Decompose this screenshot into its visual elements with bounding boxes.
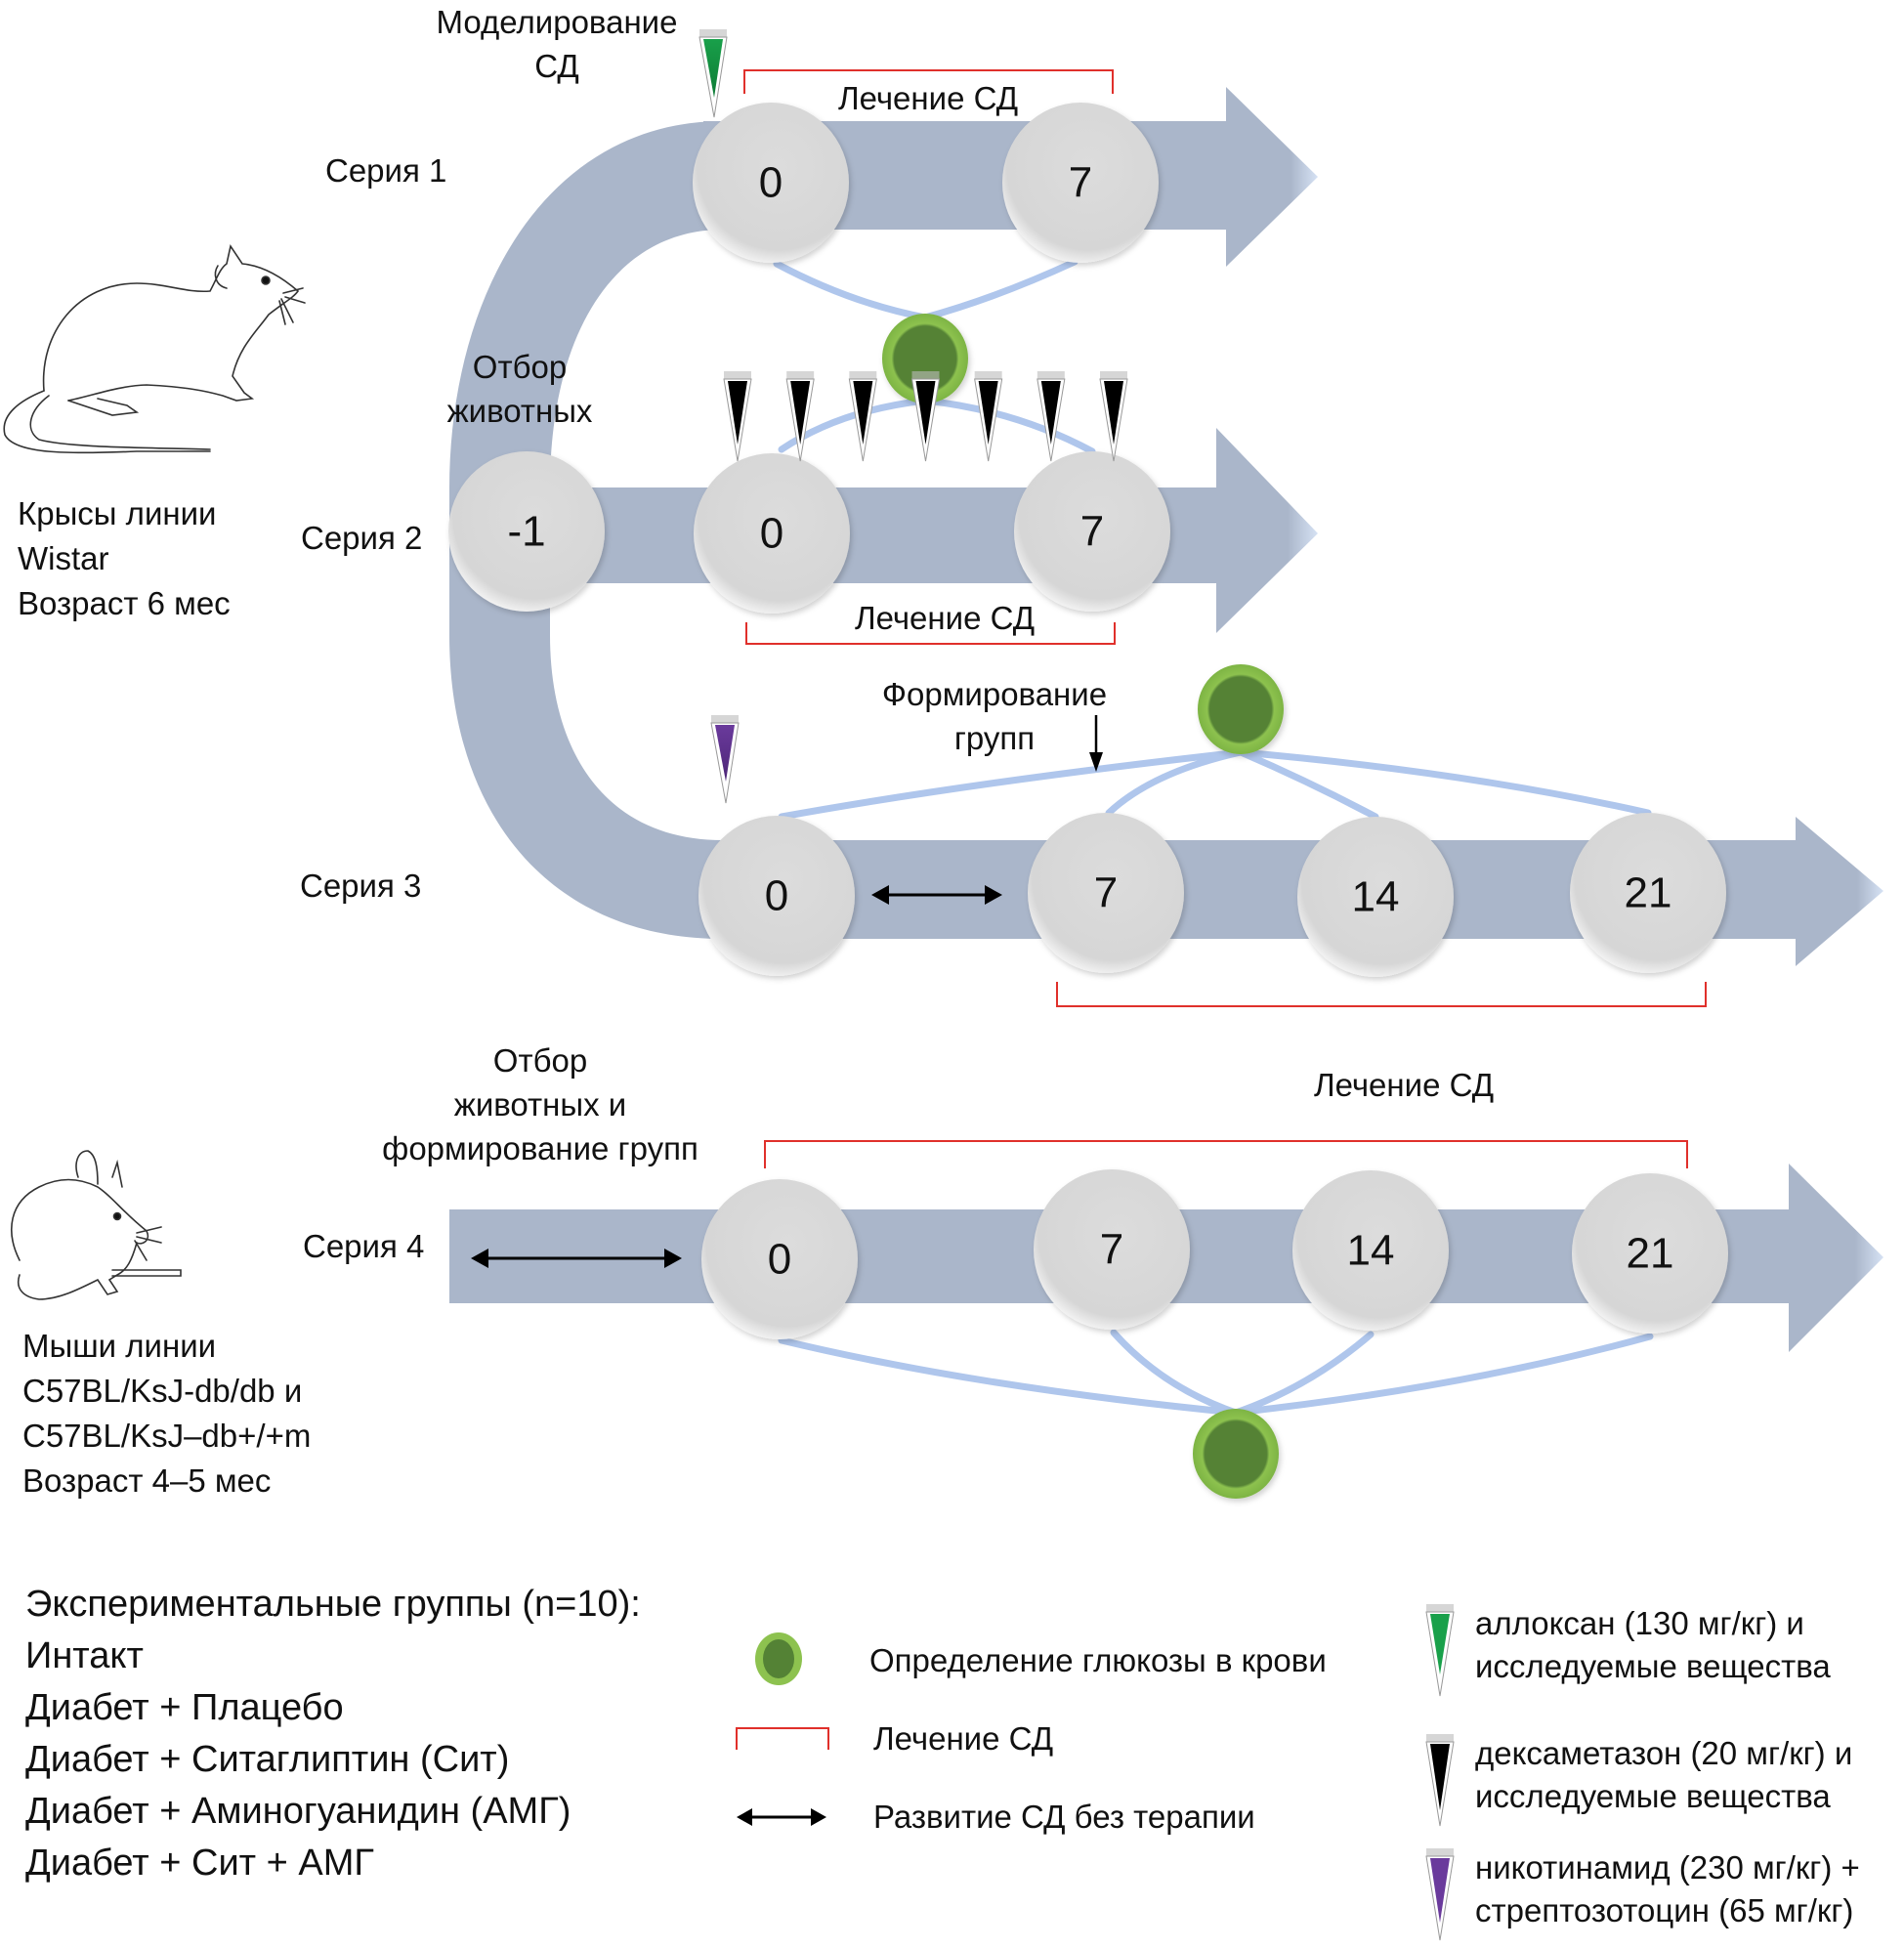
glucose-dot-series-1-2	[882, 314, 968, 403]
day-circle-series-4: 7	[1034, 1169, 1190, 1330]
dexamethasone-pin-icon	[1037, 371, 1066, 462]
series-1-label: Серия 1	[325, 152, 447, 189]
dexamethasone-pin-icon	[723, 371, 752, 462]
rat-drawing-icon	[3, 243, 306, 454]
dexamethasone-pins	[723, 371, 1128, 462]
experimental-groups: Экспериментальные группы (n=10): Интакт …	[25, 1579, 641, 1889]
legend-nicotinamide: никотинамид (230 мг/кг) + стрептозотоцин…	[1424, 1846, 1860, 1944]
alloxan-pin-icon	[698, 29, 728, 118]
group-item: Диабет + Ситаглиптин (Сит)	[25, 1739, 510, 1780]
legend-alloxan: аллоксан (130 мг/кг) и исследуемые вещес…	[1424, 1602, 1831, 1700]
groups-title: Экспериментальные группы (n=10):	[25, 1584, 641, 1625]
double-arrow-series-4-icon	[471, 1249, 682, 1268]
day-label: 0	[768, 1236, 791, 1284]
bracket-series-1	[743, 69, 1114, 94]
treatment-label-series-1: Лечение СД	[837, 80, 1019, 116]
glucose-dot-icon	[755, 1632, 802, 1685]
day-circle-series-3: 0	[698, 816, 855, 976]
bracket-series-3	[1056, 982, 1707, 1007]
day-label: 0	[760, 510, 783, 558]
day-label: 7	[1094, 869, 1118, 917]
day-circle-shape	[694, 453, 850, 614]
dexamethasone-pin-icon	[1099, 371, 1128, 462]
day-circle-series-4: 0	[701, 1179, 858, 1339]
glucose-dot-series-3	[1198, 664, 1284, 754]
day-circle-series-4: 14	[1292, 1170, 1449, 1331]
group-formation-label: Формирование групп	[881, 676, 1108, 756]
day-circle-shape	[701, 1179, 858, 1339]
day-circle-shape	[1028, 813, 1184, 973]
treatment-label-series-4: Лечение СД	[1313, 1067, 1495, 1103]
selection-label-series-4: Отбор животных и формирование групп	[382, 1042, 698, 1166]
double-arrow-icon	[737, 1808, 826, 1826]
dexamethasone-pin-icon	[974, 371, 1003, 462]
day-circle-shape	[1292, 1170, 1449, 1331]
day-label: 7	[1069, 159, 1092, 207]
double-arrow-series-3-icon	[871, 885, 1002, 905]
dexamethasone-pin-icon	[848, 371, 877, 462]
day-circle-series-3: 21	[1570, 813, 1726, 973]
day-label: 14	[1352, 873, 1400, 921]
day-circle-shape	[1570, 813, 1726, 973]
day-circle-series-3: 7	[1028, 813, 1184, 973]
day-circle-series-2: 7	[1014, 451, 1170, 612]
day-label: 21	[1625, 869, 1672, 917]
day-label: -1	[507, 508, 545, 556]
glucose-dot-series-4	[1193, 1409, 1279, 1499]
legend-no-therapy: Развитие СД без терапии	[737, 1796, 1255, 1839]
day-circle-series-1: 0	[693, 103, 849, 263]
day-circle-series-1: 7	[1002, 103, 1159, 263]
day-label: 0	[759, 159, 783, 207]
ribbons	[773, 258, 1654, 1417]
mice-description: Мыши линии C57BL/KsJ-db/db и C57BL/KsJ–d…	[22, 1328, 312, 1499]
dexamethasone-pin-icon	[785, 371, 815, 462]
black-pin-icon	[1425, 1734, 1455, 1827]
day-circle-series-3: 14	[1297, 817, 1454, 977]
group-item: Интакт	[25, 1635, 144, 1676]
day-circle-shape	[1002, 103, 1159, 263]
series-3-label: Серия 3	[300, 868, 422, 904]
bracket-series-4	[764, 1140, 1688, 1168]
day-circle-shape	[1297, 817, 1454, 977]
group-item: Диабет + Сит + АМГ	[25, 1843, 374, 1884]
green-pin-icon	[1425, 1604, 1455, 1697]
mouse-drawing-icon	[11, 1150, 182, 1300]
treatment-brackets	[743, 69, 1707, 1168]
day-label: 7	[1080, 508, 1104, 556]
nicotinamide-pin-icon	[710, 715, 740, 804]
day-label: 14	[1347, 1227, 1395, 1275]
day-circle-shape	[698, 816, 855, 976]
group-item: Диабет + Плацебо	[25, 1687, 344, 1728]
rats-description: Крысы линии Wistar Возраст 6 мес	[18, 495, 231, 621]
day-label: 7	[1100, 1226, 1123, 1274]
treatment-bracket-icon	[736, 1727, 829, 1750]
series-2-label: Серия 2	[301, 520, 423, 556]
day-circle-series-2: 0	[694, 453, 850, 614]
series-4-label: Серия 4	[303, 1228, 425, 1264]
group-item: Диабет + Аминогуанидин (АМГ)	[25, 1791, 571, 1832]
dexamethasone-pin-icon	[910, 371, 941, 462]
day-circle-series-2: -1	[448, 451, 605, 612]
day-label: 0	[765, 872, 788, 920]
day-circles: 0 7 -1 0 7 0 7 14 21 0 7 14 21	[448, 103, 1728, 1339]
day-circle-shape	[1034, 1169, 1190, 1330]
group-formation-arrow-icon	[1089, 715, 1103, 772]
u-curve-band	[449, 121, 723, 939]
day-circle-shape	[448, 451, 605, 612]
legend-glucose: Определение глюкозы в крови	[752, 1630, 1327, 1692]
day-circle-series-4: 21	[1572, 1173, 1728, 1334]
purple-pin-icon	[1425, 1848, 1455, 1941]
bracket-series-2	[745, 622, 1116, 645]
day-circle-shape	[1572, 1173, 1728, 1334]
day-circle-shape	[1014, 451, 1170, 612]
selection-label-series-2: Отбор животных	[446, 349, 593, 429]
legend-treatment: Лечение СД	[735, 1717, 1053, 1760]
day-label: 21	[1627, 1230, 1674, 1278]
treatment-label-series-2: Лечение СД	[854, 600, 1036, 636]
modeling-label: Моделирование СД	[436, 4, 678, 84]
legend-dexamethasone: дексаметазон (20 мг/кг) и исследуемые ве…	[1424, 1732, 1852, 1830]
day-circle-shape	[693, 103, 849, 263]
